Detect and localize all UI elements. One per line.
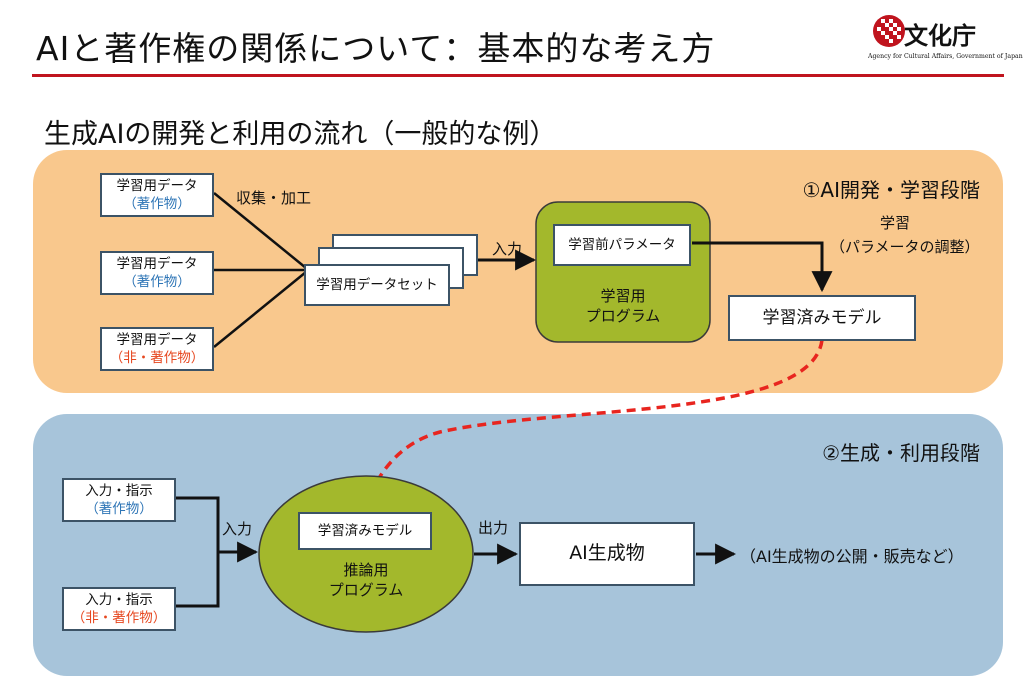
inference-program-shape: [258, 475, 474, 633]
collect-process-label: 収集・加工: [236, 189, 312, 207]
training-data-box-2: 学習用データ （著作物）: [100, 251, 214, 295]
trained-model-box: 学習済みモデル: [728, 295, 916, 341]
stage2-input-label: 入力: [222, 520, 253, 538]
trained-model-label: 学習済みモデル: [762, 307, 882, 328]
training-data-box-1: 学習用データ （著作物）: [100, 173, 214, 217]
arrow-learning: [692, 241, 833, 293]
title-underline: [32, 74, 1004, 77]
inference-model-label: 学習済みモデル: [317, 522, 413, 539]
training-dataset-box: 学習用データセット: [304, 264, 450, 306]
output-usage-label: （AI生成物の公開・販売など）: [740, 547, 964, 566]
stage1-label: ①AI開発・学習段階: [802, 178, 980, 202]
dataset-label: 学習用データセット: [316, 276, 438, 293]
section-subtitle: 生成AIの開発と利用の流れ（一般的な例）: [44, 119, 557, 150]
ai-output-label: AI生成物: [569, 542, 645, 565]
inference-program-label: 推論用 プログラム: [328, 561, 404, 600]
output-label: 出力: [478, 519, 509, 537]
connector-data3: [213, 271, 307, 348]
logo-english-name: Agency for Cultural Affairs, Government …: [868, 53, 1023, 60]
params-label: 学習前パラメータ: [568, 236, 676, 253]
training-program-label: 学習用 プログラム: [585, 287, 661, 326]
connector-input-bracket: [176, 496, 220, 608]
data-box-kind: （著作物）: [123, 274, 191, 290]
stage2-label: ②生成・利用段階: [822, 441, 980, 465]
logo-wordmark: 文化庁: [904, 21, 976, 50]
prompt-box-kind: （著作物）: [85, 501, 153, 517]
learning-sublabel: （パラメータの調整）: [830, 238, 980, 256]
data-box-title: 学習用データ: [116, 177, 198, 194]
logo-mark-icon: [873, 15, 905, 47]
agency-logo: [868, 12, 1008, 70]
data-box-kind: （非・著作物）: [109, 350, 205, 366]
prompt-box-kind: （非・著作物）: [71, 610, 167, 626]
prompt-box-1: 入力・指示 （著作物）: [62, 478, 176, 522]
prompt-box-title: 入力・指示: [85, 482, 153, 499]
inference-model-box: 学習済みモデル: [298, 512, 432, 550]
connector-data1: [213, 192, 307, 269]
data-box-title: 学習用データ: [116, 331, 198, 348]
learning-label: 学習: [880, 214, 911, 232]
stage1-input-label: 入力: [492, 240, 523, 258]
ai-output-box: AI生成物: [519, 522, 695, 586]
data-box-kind: （著作物）: [123, 196, 191, 212]
arrow-model-transfer: [360, 339, 824, 512]
prompt-box-title: 入力・指示: [85, 591, 153, 608]
page-title: AIと著作権の関係について：基本的な考え方: [36, 29, 716, 68]
data-box-title: 学習用データ: [116, 255, 198, 272]
training-data-box-3: 学習用データ （非・著作物）: [100, 327, 214, 371]
pre-training-params-box: 学習前パラメータ: [553, 224, 691, 266]
prompt-box-2: 入力・指示 （非・著作物）: [62, 587, 176, 631]
